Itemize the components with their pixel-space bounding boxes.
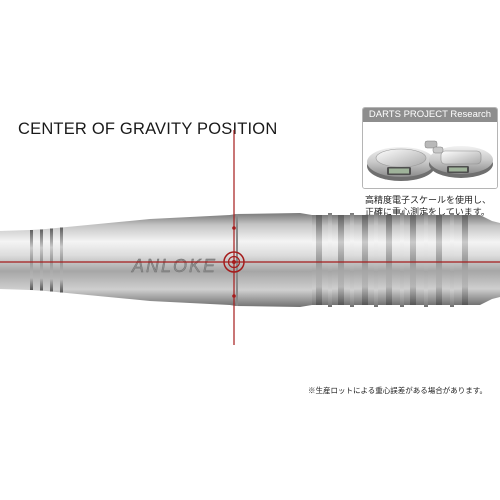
research-note-line2: 正確に重心測定をしています。 [365, 207, 490, 217]
center-of-gravity-marker [0, 130, 500, 345]
digital-scale-image [363, 122, 497, 188]
research-note-line1: 高精度電子スケールを使用し、 [365, 195, 492, 205]
footnote: ※生産ロットによる重心誤差がある場合があります。 [308, 386, 488, 395]
research-header: DARTS PROJECT Research [363, 108, 497, 122]
dart-barrel [0, 213, 500, 307]
brand-engraving: ANLOKE [131, 256, 217, 276]
barrel-grooves [316, 213, 478, 307]
research-panel: DARTS PROJECT Research [362, 107, 498, 189]
page-title: CENTER OF GRAVITY POSITION [18, 120, 278, 138]
research-note: 高精度電子スケールを使用し、 正確に重心測定をしています。 [365, 194, 499, 218]
